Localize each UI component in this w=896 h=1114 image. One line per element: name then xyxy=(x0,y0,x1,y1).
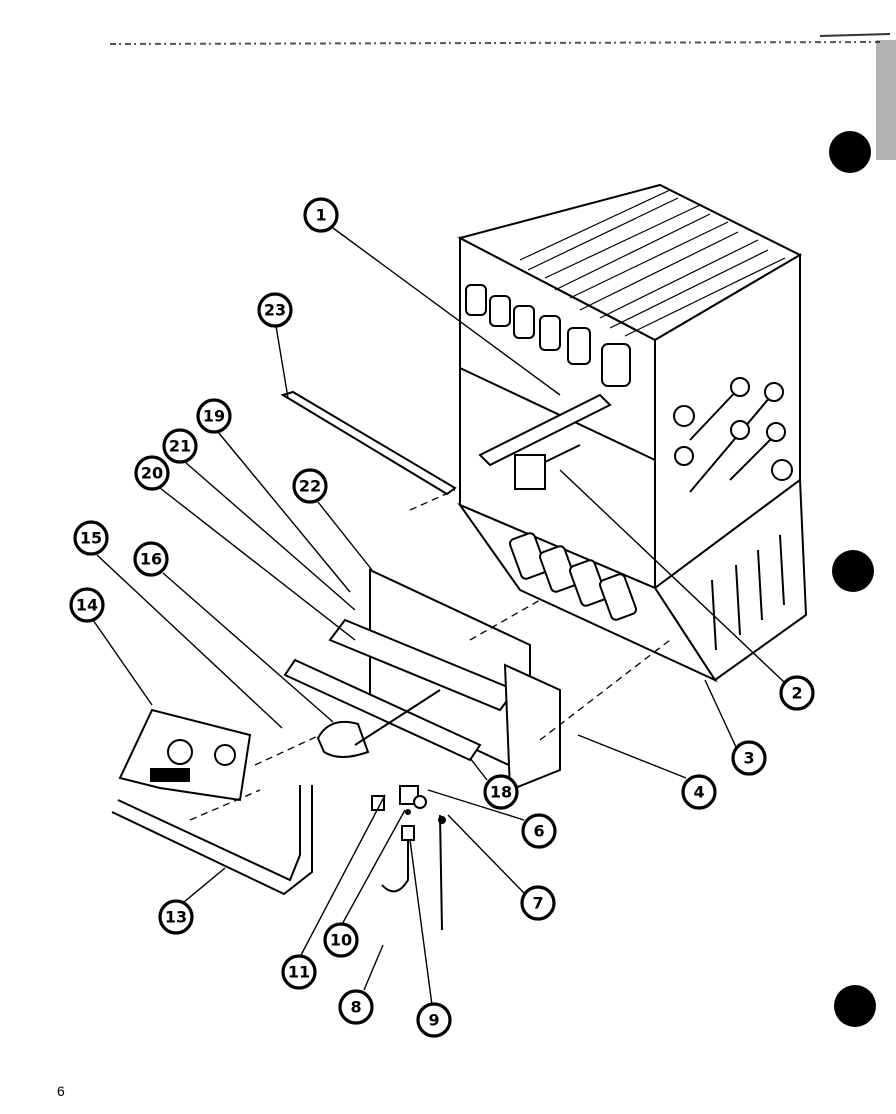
callout-15: 15 xyxy=(73,520,109,556)
callout-23: 23 xyxy=(257,292,293,328)
callout-6: 6 xyxy=(521,813,557,849)
callout-4: 4 xyxy=(681,774,717,810)
callout-label: 11 xyxy=(288,963,310,982)
callout-label: 4 xyxy=(693,783,704,802)
callout-9: 9 xyxy=(416,1002,452,1038)
page-number: 6 xyxy=(57,1083,65,1099)
callout-label: 22 xyxy=(299,477,321,496)
callout-label: 20 xyxy=(141,464,163,483)
assembly-lines xyxy=(189,489,671,821)
callout-label: 10 xyxy=(330,931,352,950)
callout-16: 16 xyxy=(133,541,169,577)
control-box-part-14 xyxy=(118,708,252,802)
callout-21: 21 xyxy=(162,428,198,464)
callout-label: 7 xyxy=(532,894,543,913)
burner-manifold-assembly xyxy=(283,568,561,792)
callout-22: 22 xyxy=(292,468,328,504)
callout-label: 21 xyxy=(169,437,191,456)
callout-18: 18 xyxy=(483,774,519,810)
punch-holes xyxy=(829,131,876,1027)
callout-label: 18 xyxy=(490,783,512,802)
callout-8: 8 xyxy=(338,989,374,1025)
callout-10: 10 xyxy=(323,922,359,958)
callout-label: 14 xyxy=(76,596,98,615)
callout-label: 3 xyxy=(743,749,754,768)
callout-3: 3 xyxy=(731,740,767,776)
callout-label: 13 xyxy=(165,908,187,927)
callout-label: 9 xyxy=(428,1011,439,1030)
gas-fittings xyxy=(371,785,446,931)
callout-19: 19 xyxy=(196,398,232,434)
callout-11: 11 xyxy=(281,954,317,990)
callout-label: 15 xyxy=(80,529,102,548)
punch-hole xyxy=(832,550,874,592)
callout-label: 2 xyxy=(791,684,802,703)
heat-exchanger-assembly xyxy=(457,183,808,683)
punch-hole xyxy=(834,985,876,1027)
callout-1: 1 xyxy=(303,197,339,233)
callout-label: 16 xyxy=(140,550,162,569)
callout-7: 7 xyxy=(520,885,556,921)
callout-13: 13 xyxy=(158,899,194,935)
callout-label: 8 xyxy=(350,998,361,1017)
scan-noise xyxy=(109,33,896,160)
callout-label: 1 xyxy=(315,206,326,225)
callout-2: 2 xyxy=(779,675,815,711)
callout-label: 6 xyxy=(533,822,544,841)
pipe-part-13 xyxy=(111,785,313,896)
callout-14: 14 xyxy=(69,587,105,623)
punch-hole xyxy=(829,131,871,173)
callout-20: 20 xyxy=(134,455,170,491)
callout-label: 23 xyxy=(264,301,286,320)
part-23-rail xyxy=(280,390,457,496)
leader-lines xyxy=(92,227,785,1006)
callout-label: 19 xyxy=(203,407,225,426)
